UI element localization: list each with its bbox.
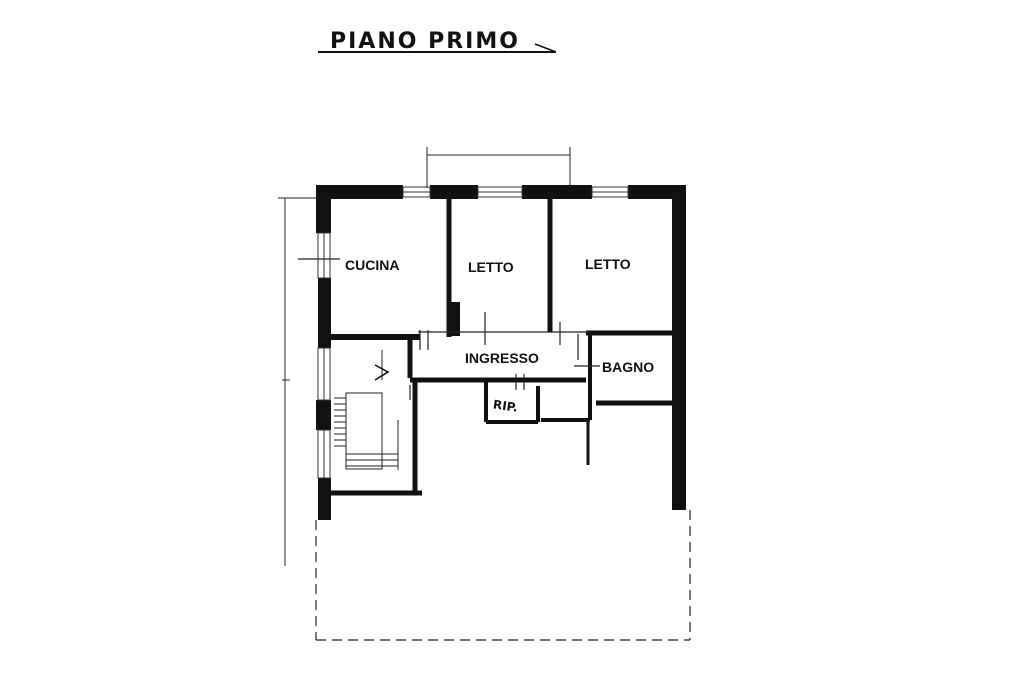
room-label-bathroom: BAGNO [602, 359, 654, 375]
room-label-kitchen: CUCINA [345, 257, 399, 273]
interior-walls [330, 197, 674, 496]
title-underline-tail [534, 43, 557, 53]
wall-pier [450, 302, 460, 336]
staircase [334, 350, 399, 470]
room-label-entrance: INGRESSO [465, 350, 539, 366]
dashed-outline [315, 510, 691, 641]
plan-title: PIANO PRIMO [330, 29, 520, 54]
room-label-storage: RIP. [492, 397, 519, 414]
exterior-walls [316, 185, 686, 520]
room-label-bedroom-2: LETTO [585, 256, 631, 272]
stair-direction-arrow-icon [374, 364, 390, 381]
balcony-outline [426, 147, 571, 188]
room-label-bedroom-1: LETTO [468, 259, 514, 275]
window-marks [317, 186, 629, 479]
door-marks [298, 258, 600, 400]
dimension-line-left [278, 197, 318, 566]
